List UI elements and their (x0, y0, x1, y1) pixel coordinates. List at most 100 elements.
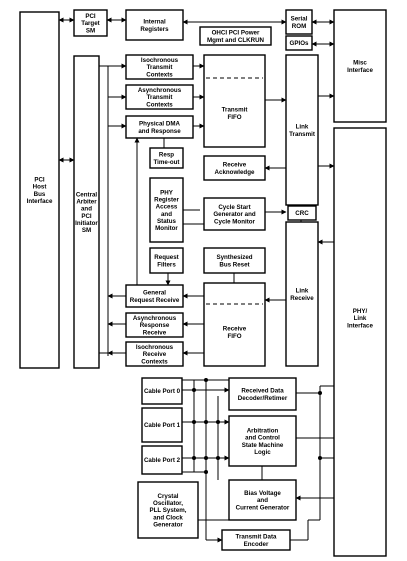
block-frame (137, 481, 199, 539)
block-label: FIFO (227, 114, 241, 121)
junction-dot (204, 470, 208, 474)
block-label: Register (154, 197, 179, 204)
block-frame (221, 529, 291, 551)
block-label: Status (157, 218, 176, 225)
block-frame (203, 155, 266, 181)
block-frame (203, 282, 266, 367)
block-label: Central (76, 191, 98, 198)
block-label: Link (296, 288, 309, 295)
block-label: Transmit (147, 94, 173, 101)
block-frame (149, 247, 184, 274)
block-label: Bias Voltage (244, 490, 281, 497)
block-label: Host (33, 184, 47, 191)
block-frame (73, 9, 108, 37)
block-label: Resp (159, 152, 174, 159)
block-frame (203, 54, 266, 148)
block-frame (125, 115, 194, 139)
block-label: Misc (353, 60, 367, 67)
block-cable-port-0: Cable Port 0 (141, 377, 183, 405)
block-label: PCI (85, 13, 96, 20)
block-label: PLL System, (149, 507, 186, 514)
block-label: Receive (143, 329, 167, 336)
block-label: FIFO (227, 333, 241, 340)
block-label: Serial (291, 16, 308, 23)
block-label: Contexts (141, 358, 168, 365)
block-label: Synthesized (216, 254, 252, 261)
block-frame (141, 377, 183, 405)
block-label: Arbiter (76, 199, 97, 206)
block-label: and (257, 497, 268, 504)
block-label: Receive (143, 351, 167, 358)
block-frame (125, 54, 194, 80)
block-label: Asynchronous (133, 315, 177, 322)
block-frame (141, 407, 183, 443)
junction-dot (204, 456, 208, 460)
block-frame (333, 127, 387, 557)
block-label: Receive (290, 295, 314, 302)
block-label: PCI (34, 177, 45, 184)
block-label: Request Receive (130, 297, 180, 304)
junction-dot (216, 456, 220, 460)
block-label: and Control (245, 435, 280, 442)
block-label: Filters (157, 261, 176, 268)
block-frame (228, 415, 297, 467)
block-frame (125, 9, 184, 41)
block-label: Contexts (146, 71, 173, 78)
block-label: Transmit (147, 64, 173, 71)
block-label: PHY/ (353, 308, 368, 315)
block-frame (125, 312, 184, 338)
block-frame (149, 177, 184, 243)
block-label: Isochronous (141, 57, 179, 64)
block-label: Decoder/Retimer (238, 395, 288, 402)
block-label: Registers (140, 26, 169, 33)
junction-dot (204, 420, 208, 424)
block-label: Bus (34, 191, 46, 198)
block-label: Response (140, 322, 170, 329)
block-label: Isochronous (136, 344, 174, 351)
junction-dot (192, 420, 196, 424)
block-label: CRC (295, 210, 309, 217)
block-label: Link (296, 124, 309, 131)
block-frame (199, 26, 272, 46)
block-label: Interface (347, 322, 373, 329)
block-label: SM (86, 27, 95, 34)
block-frame (228, 479, 297, 521)
block-label: Receive (223, 162, 247, 169)
block-frame (141, 445, 183, 475)
block-label: Asynchronous (138, 87, 182, 94)
block-label: Mgmt and CLKRUN (207, 37, 265, 44)
block-label: Cycle Monitor (214, 218, 256, 225)
block-label: Cycle Start (218, 204, 250, 211)
block-label: ROM (292, 23, 306, 30)
block-frame (285, 9, 313, 35)
blocks: PCIHostBusInterfacePCITargetSMInternalRe… (19, 9, 387, 557)
block-label: Cable Port 0 (144, 388, 181, 395)
block-label: Acknowledge (215, 169, 255, 176)
block-label: and Response (138, 128, 181, 135)
block-label: Link (354, 315, 367, 322)
block-label: Bus Reset (219, 261, 249, 268)
block-label: Generator (153, 521, 183, 528)
junction-dot (204, 378, 208, 382)
block-label: Generator and (213, 211, 256, 218)
block-crc: CRC (287, 205, 317, 221)
block-frame (287, 205, 317, 221)
block-label: Logic (254, 449, 271, 456)
block-frame (149, 147, 184, 169)
block-frame (203, 247, 266, 274)
